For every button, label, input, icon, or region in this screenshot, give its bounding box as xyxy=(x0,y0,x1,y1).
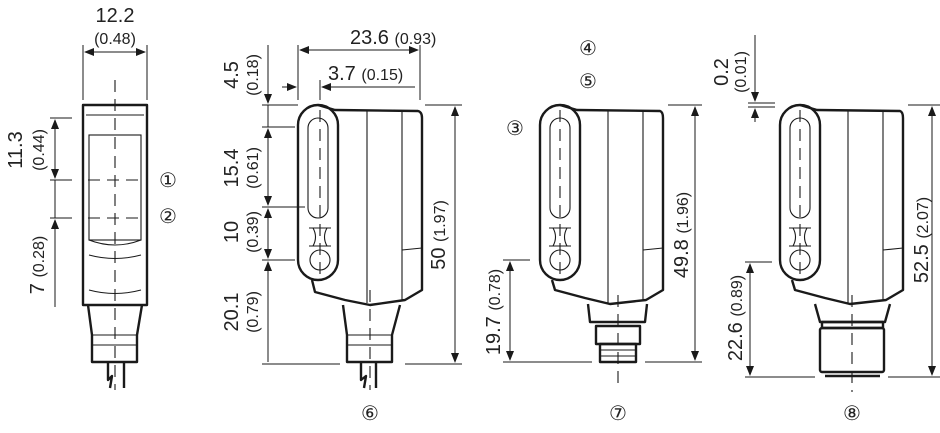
dim-side-top-mm: 4.5 xyxy=(221,61,243,89)
dim-side-top-in: (0.18) xyxy=(245,54,262,96)
dim-m8-bottom-mm: 19.7 xyxy=(483,316,505,355)
dim-side-width-in: (0.93) xyxy=(395,31,437,48)
callout-3: ③ xyxy=(506,118,524,140)
dim-side-offset-mm: 3.7 xyxy=(328,63,356,85)
callout-8: ⑧ xyxy=(843,403,861,425)
svg-text:23.6 (0.93): 23.6 (0.93) xyxy=(350,27,436,49)
dim-m12-bottom-in: (0.89) xyxy=(729,275,746,317)
dim-m12-top-in: (0.01) xyxy=(733,51,750,93)
dim-side-lens-in: (0.61) xyxy=(245,147,262,189)
dim-front-upper-mm: 11.3 xyxy=(5,131,27,168)
dim-front-width-in: (0.48) xyxy=(94,31,136,48)
dim-side-bottom-mm: 20.1 xyxy=(221,293,243,332)
dim-front-lower-in: (0.28) xyxy=(31,236,48,278)
side-view-cable: 23.6 (0.93) 3.7 (0.15) 4.5 (0.18) 15.4 (… xyxy=(221,27,462,425)
callout-6: ⑥ xyxy=(361,403,379,425)
dim-side-lens-mm: 15.4 xyxy=(221,149,243,188)
dim-side-mid-in: (0.39) xyxy=(245,211,262,253)
dim-side-height-mm: 50 xyxy=(428,248,450,270)
dim-side-height-in: (1.97) xyxy=(432,200,449,242)
dim-side-width-mm: 23.6 xyxy=(350,27,389,49)
dim-side-offset-in: (0.15) xyxy=(361,67,403,84)
callout-1: ① xyxy=(159,170,177,192)
dim-m12-height-in: (2.07) xyxy=(915,197,932,239)
dim-m8-height-in: (1.96) xyxy=(675,192,692,234)
callout-2: ② xyxy=(159,206,177,228)
callout-4: ④ xyxy=(579,38,597,60)
front-view: 12.2 (0.48) 11.3 (0.44) 7 (0.28) ① ② xyxy=(5,5,177,390)
side-view-m8: 49.8 (1.96) 19.7 (0.78) ③ ④ ⑤ ⑦ xyxy=(483,38,702,425)
dim-front-upper-in: (0.44) xyxy=(31,129,48,171)
dim-m12-top-mm: 0.2 xyxy=(711,58,733,86)
side-view-m12: 52.5 (2.07) 22.6 (0.89) 0.2 (0.01) ⑧ xyxy=(711,35,940,425)
svg-text:52.5 (2.07): 52.5 (2.07) xyxy=(911,197,933,283)
dim-m12-height-mm: 52.5 xyxy=(911,244,933,283)
svg-text:19.7 (0.78): 19.7 (0.78) xyxy=(483,269,505,355)
callout-5: ⑤ xyxy=(579,71,597,93)
dim-m12-bottom-mm: 22.6 xyxy=(725,322,747,361)
dim-side-bottom-in: (0.79) xyxy=(245,291,262,333)
callout-7: ⑦ xyxy=(609,403,627,425)
dim-m8-bottom-in: (0.78) xyxy=(487,269,504,311)
dim-front-width-mm: 12.2 xyxy=(96,5,135,27)
svg-text:3.7 (0.15): 3.7 (0.15) xyxy=(328,63,403,85)
dim-m8-height-mm: 49.8 xyxy=(671,239,693,278)
svg-text:7 (0.28): 7 (0.28) xyxy=(27,236,49,294)
svg-text:50 (1.97): 50 (1.97) xyxy=(428,200,450,270)
svg-text:22.6 (0.89): 22.6 (0.89) xyxy=(725,275,747,361)
dim-front-lower-mm: 7 xyxy=(27,283,49,294)
svg-text:49.8 (1.96): 49.8 (1.96) xyxy=(671,192,693,278)
dim-side-mid-mm: 10 xyxy=(221,221,243,243)
